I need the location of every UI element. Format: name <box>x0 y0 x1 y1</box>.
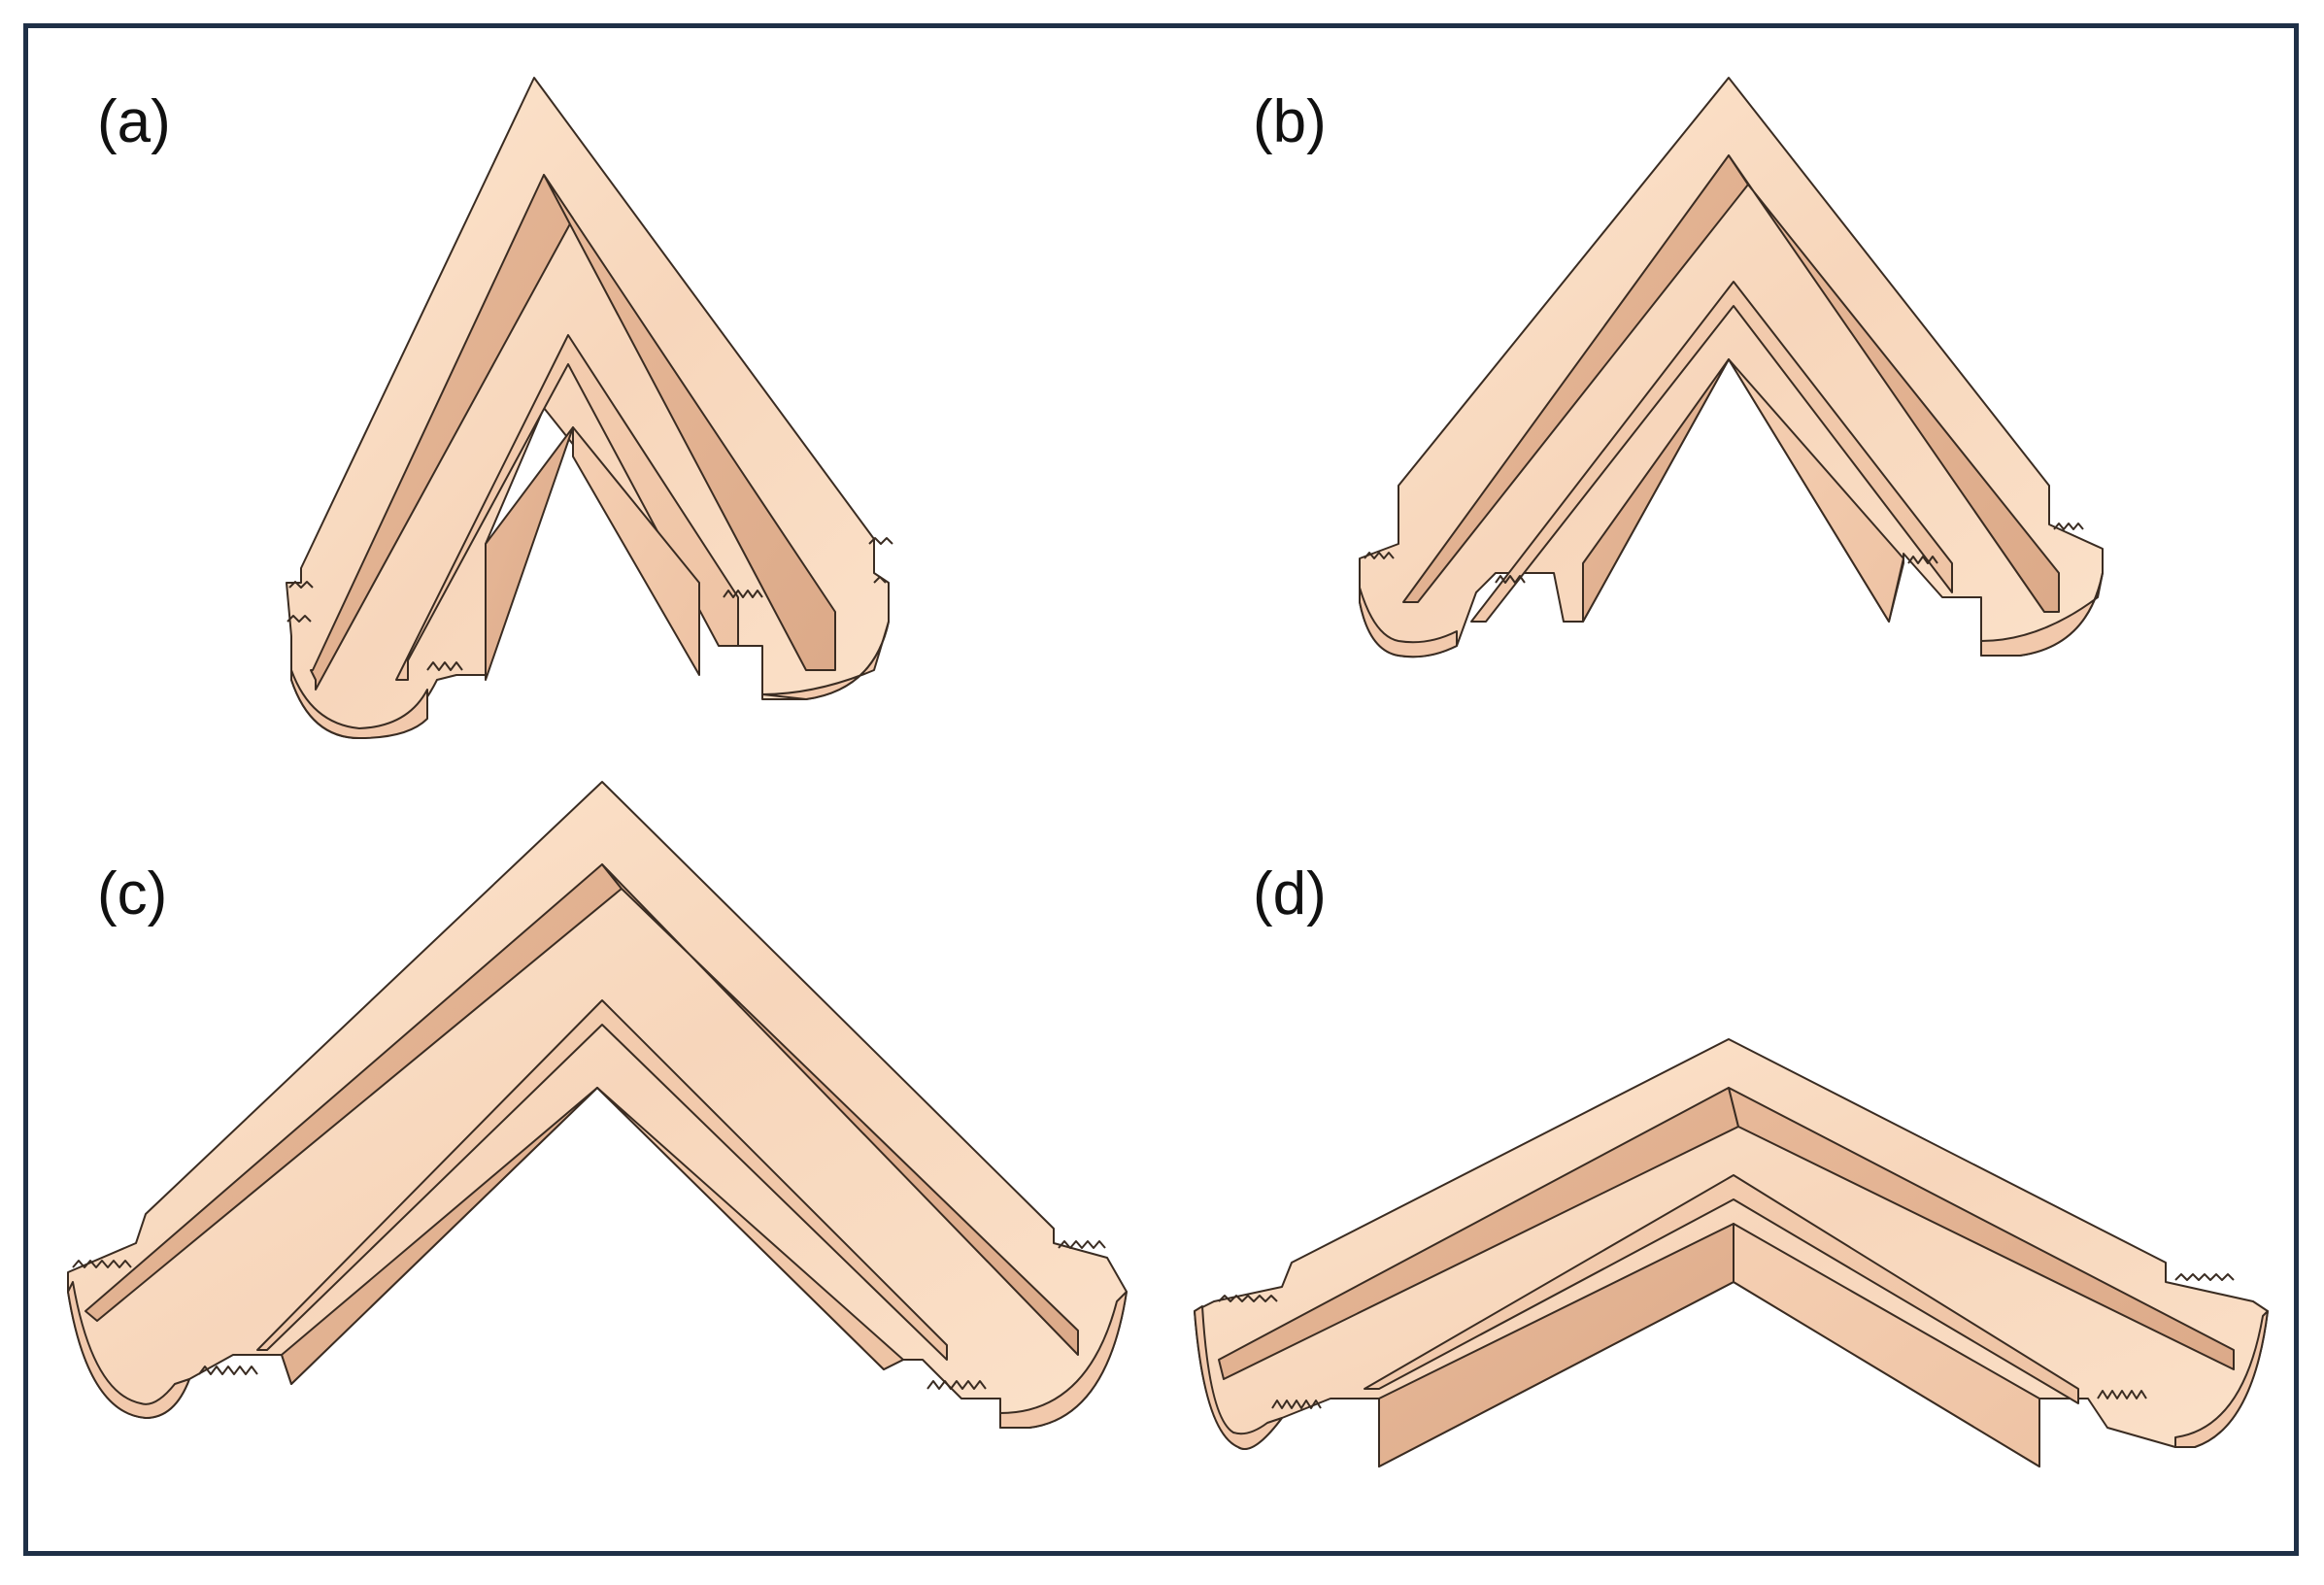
elbow-a-inner-step <box>395 334 739 681</box>
panel-label-a: (a) <box>97 88 171 155</box>
elbow-c-thread-right <box>926 1240 1106 1390</box>
panel-label-b: (b) <box>1253 88 1327 155</box>
elbow-b-right-cap <box>1980 572 2104 657</box>
elbow-a-thread-left <box>286 581 463 671</box>
elbow-c-inner-step <box>256 999 948 1361</box>
elbow-b-inner-wall-right <box>1728 358 1904 623</box>
elbow-c-right-cap <box>999 1291 1128 1429</box>
elbow-b-thread-right <box>1907 523 2084 564</box>
elbow-a-inner-wall-right <box>572 426 700 676</box>
elbow-c-inner-wall <box>281 1087 598 1385</box>
elbow-d-right-cap <box>2174 1310 2269 1448</box>
elbow-d-groove-right <box>1728 1087 2235 1370</box>
elbow-a-inner-wall <box>485 426 574 681</box>
elbow-c <box>67 781 1128 1429</box>
elbow-d <box>1194 1038 2269 1467</box>
elbow-c-inner-wall-right <box>596 1087 904 1370</box>
elbow-c-left-cap <box>67 1281 190 1419</box>
elbow-b <box>1359 77 2104 658</box>
panel-label-d: (d) <box>1253 860 1327 927</box>
elbow-c-groove-right <box>601 863 1079 1356</box>
elbow-c-thread-left <box>72 1260 258 1375</box>
elbow-d-left-cap <box>1194 1305 1283 1450</box>
elbow-b-left-cap <box>1359 587 1458 658</box>
panel-label-c: (c) <box>97 860 168 927</box>
elbow-b-inner-step <box>1470 281 1953 623</box>
elbow-d-thread-right <box>2097 1273 2235 1400</box>
elbow-a-right-cap <box>761 621 890 700</box>
elbow-d-inner-wall-right <box>1733 1223 2040 1467</box>
elbow-a-thread-right <box>723 537 893 598</box>
elbow-a-left-cap <box>290 669 428 739</box>
elbow-d-thread-left <box>1218 1295 1322 1409</box>
elbow-a-groove-right <box>543 174 836 671</box>
elbow-a <box>286 77 893 739</box>
elbow-b-groove-right <box>1728 154 2060 613</box>
elbow-b-thread-left <box>1364 552 1526 584</box>
elbow-b-inner-wall <box>1582 358 1730 623</box>
elbow-d-inner-step <box>1364 1174 2079 1404</box>
